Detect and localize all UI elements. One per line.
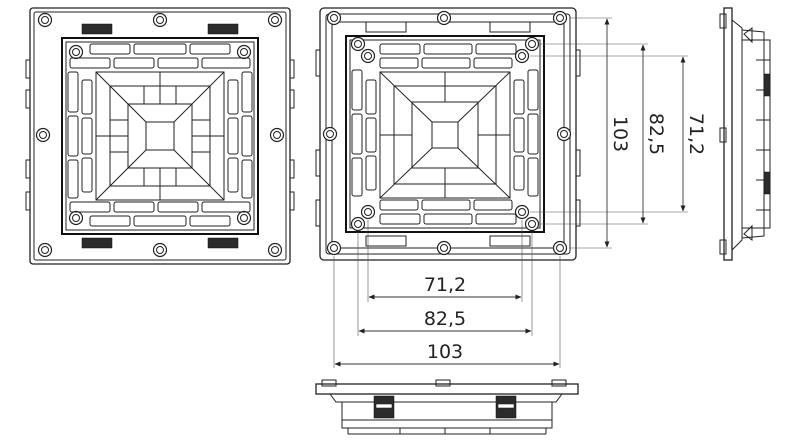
front-view-left: [25, 7, 295, 265]
dim-label-v-71-2: 71,2: [685, 113, 707, 155]
bottom-view: [315, 379, 579, 435]
dim-label-v-103: 103: [609, 116, 631, 152]
dim-label-h-71-2: 71,2: [424, 274, 466, 296]
dim-label-h-103: 103: [427, 341, 463, 363]
side-view: [719, 7, 771, 261]
dim-label-v-82-5: 82,5: [645, 113, 667, 155]
front-view-center: 71,2 82,5 103 103 82,5 71,2: [315, 7, 707, 368]
dim-label-h-82-5: 82,5: [424, 308, 466, 330]
